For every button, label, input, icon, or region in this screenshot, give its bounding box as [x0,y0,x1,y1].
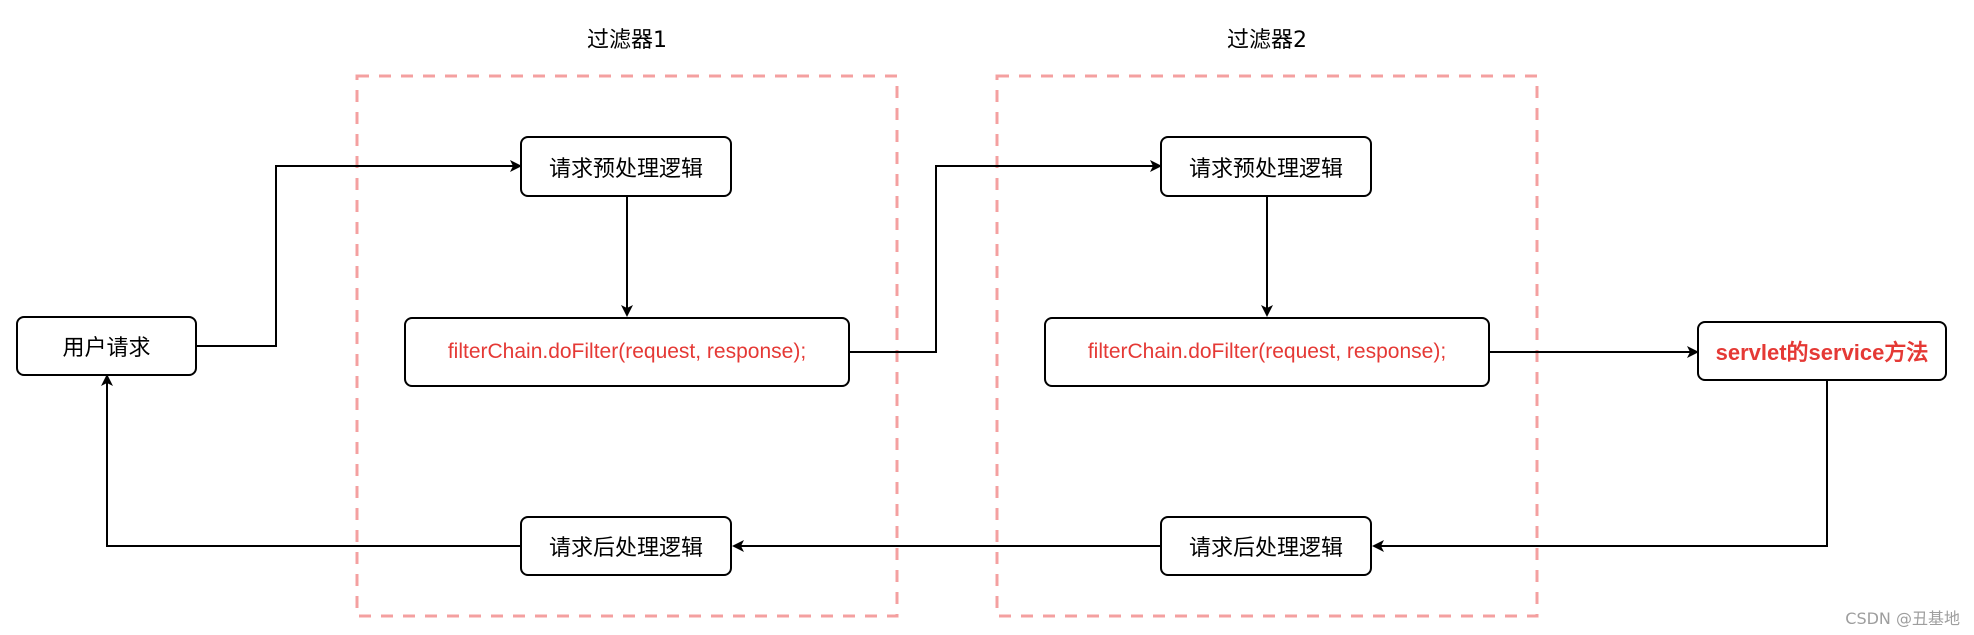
filter2-pre-process-node: 请求预处理逻辑 [1160,136,1372,197]
user-request-node: 用户请求 [16,316,197,376]
servlet-service-node: servlet的service方法 [1697,321,1947,381]
filter2-label: 过滤器2 [1227,28,1307,53]
filter1-label: 过滤器1 [587,28,667,53]
edge-f1-chain-to-f2-pre [850,160,1162,353]
edge-f1-post-to-user [101,374,520,547]
csdn-watermark: CSDN @丑基地 [1845,609,1960,628]
filter2-group-border [995,74,1539,618]
filter1-post-process-node: 请求后处理逻辑 [520,516,732,576]
edge-user-to-f1-pre [197,160,522,347]
filter1-group-border [355,74,899,618]
filter2-dofilter-node: filterChain.doFilter(request, response); [1044,317,1490,387]
filter1-pre-process-node: 请求预处理逻辑 [520,136,732,197]
filter2-post-process-node: 请求后处理逻辑 [1160,516,1372,576]
edge-servlet-to-f2-post [1372,381,1828,552]
filter1-dofilter-node: filterChain.doFilter(request, response); [404,317,850,387]
